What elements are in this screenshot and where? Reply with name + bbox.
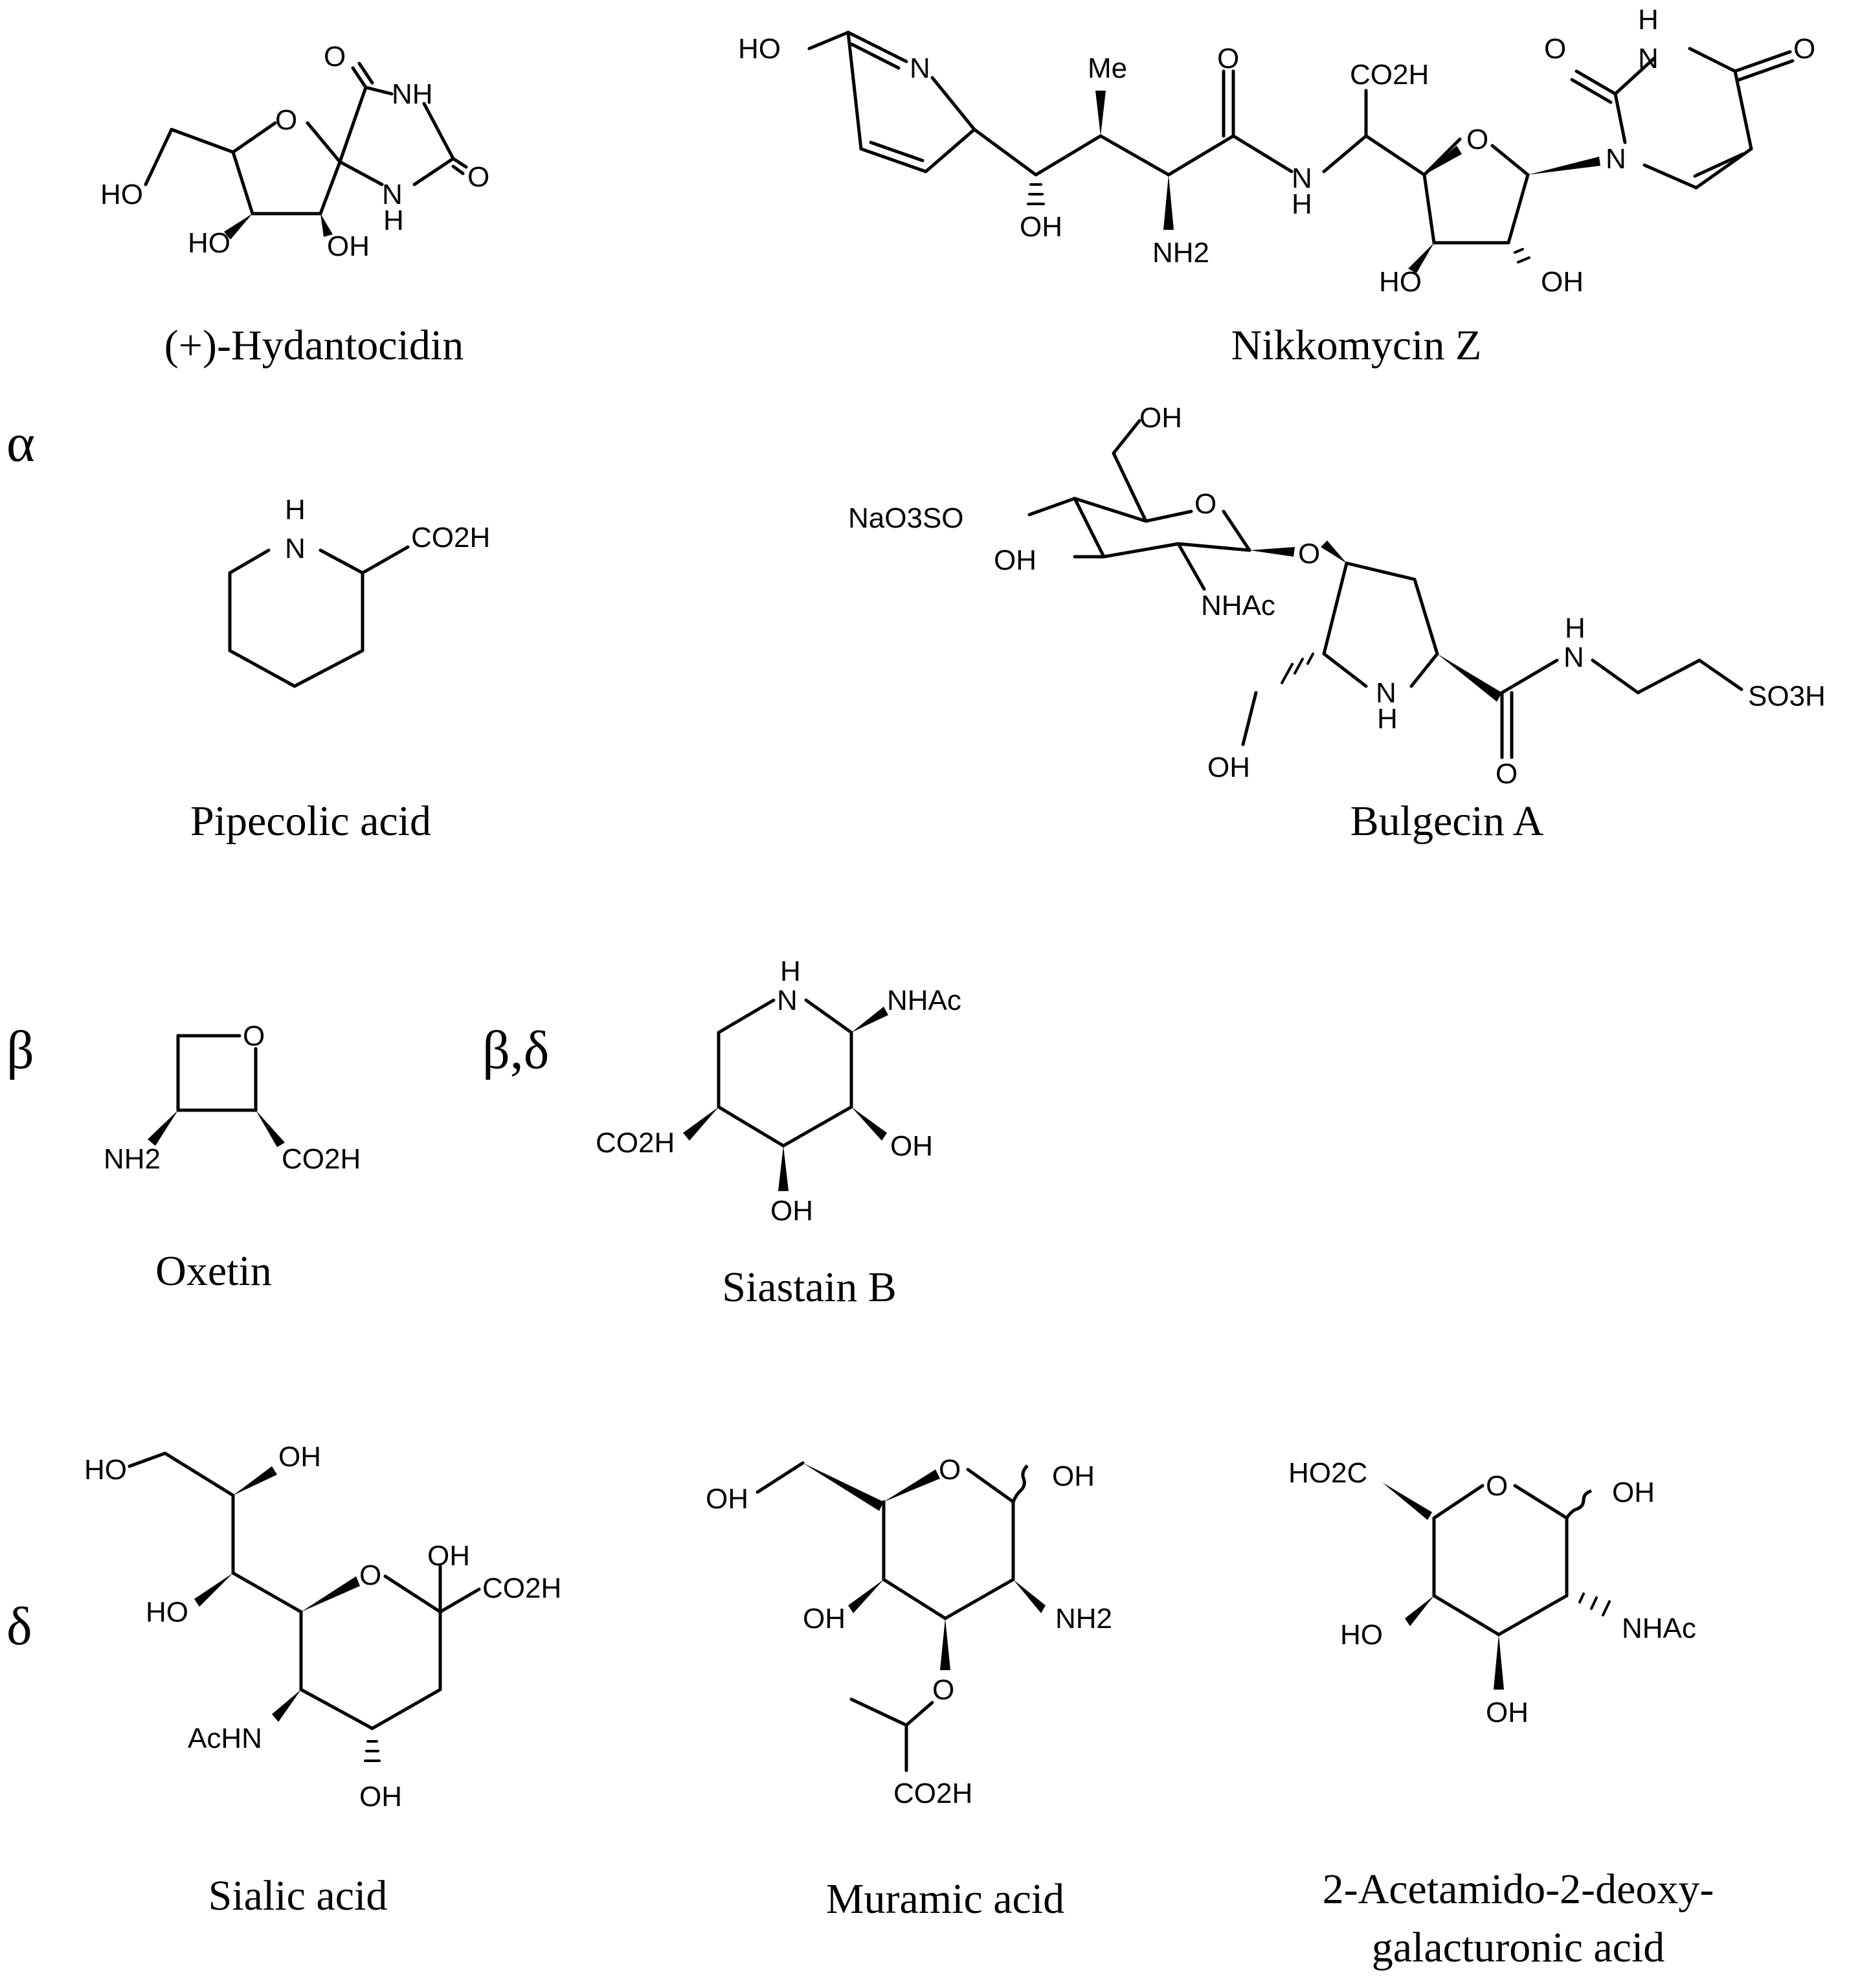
atom-label: CO2H bbox=[482, 1572, 561, 1604]
atom-label: O bbox=[467, 161, 489, 193]
compound-name: Muramic acid bbox=[826, 1875, 1064, 1923]
atom-label: N bbox=[1638, 43, 1659, 74]
atom-label: N bbox=[777, 985, 798, 1016]
structure-pipecolic-acid: N H CO2H Pipecolic acid bbox=[190, 494, 490, 845]
atom-label: OH bbox=[427, 1540, 470, 1572]
atom-label: H bbox=[1377, 703, 1398, 735]
atom-label: HO bbox=[146, 1596, 188, 1628]
class-label-delta: δ bbox=[6, 1596, 32, 1657]
atom-label: NH2 bbox=[1152, 237, 1209, 269]
atom-label: OH bbox=[1020, 211, 1062, 243]
atom-label: NH2 bbox=[104, 1143, 161, 1175]
atom-label: OH bbox=[1207, 752, 1250, 783]
atom-label: H bbox=[383, 205, 404, 236]
atom-label: CO2H bbox=[282, 1143, 361, 1175]
atom-label: N bbox=[1376, 677, 1396, 709]
atom-label: OH bbox=[278, 1441, 321, 1473]
compound-name: Nikkomycin Z bbox=[1231, 322, 1482, 369]
atom-label: H bbox=[1292, 188, 1312, 220]
compound-name: Oxetin bbox=[155, 1247, 272, 1295]
atom-label: NaO3SO bbox=[848, 502, 964, 534]
atom-label: N bbox=[1606, 143, 1626, 175]
atom-label: AcHN bbox=[188, 1723, 262, 1754]
atom-label: O bbox=[275, 104, 297, 136]
structure-oxetin: O NH2 CO2H Oxetin bbox=[104, 1020, 361, 1295]
atom-label: H bbox=[780, 955, 801, 987]
structure-siastatin-b: H N NHAc CO2H OH OH Siastain B bbox=[596, 955, 961, 1311]
atom-label: HO bbox=[738, 33, 781, 65]
atom-label: H bbox=[1638, 4, 1659, 36]
compound-name-line1: 2-Acetamido-2-deoxy- bbox=[1323, 1866, 1714, 1913]
atom-label: O bbox=[324, 41, 346, 73]
atom-label: HO bbox=[1379, 266, 1422, 298]
atom-label: O bbox=[1793, 33, 1815, 65]
atom-label: OH bbox=[1486, 1697, 1529, 1728]
atom-label: O bbox=[1217, 43, 1239, 74]
atom-label: OH bbox=[706, 1483, 748, 1515]
atom-label: OH bbox=[359, 1781, 402, 1813]
atom-label: O bbox=[1496, 758, 1518, 790]
atom-label: O bbox=[1486, 1470, 1508, 1502]
compound-name: Sialic acid bbox=[208, 1872, 388, 1919]
atom-label: OH bbox=[803, 1603, 846, 1635]
atom-label: HO2C bbox=[1288, 1457, 1367, 1489]
compound-name: Pipecolic acid bbox=[190, 798, 431, 845]
compound-name: Bulgecin A bbox=[1350, 798, 1544, 845]
atom-label: NHAc bbox=[1201, 590, 1275, 621]
atom-label: O bbox=[1194, 488, 1216, 520]
atom-label: CO2H bbox=[596, 1127, 675, 1159]
compound-name: (+)-Hydantocidin bbox=[164, 322, 464, 369]
atom-label: OH bbox=[327, 230, 370, 262]
atom-label: HO bbox=[100, 179, 143, 210]
atom-label: OH bbox=[994, 544, 1037, 576]
atom-label: HO bbox=[1340, 1619, 1383, 1651]
atom-label: OH bbox=[1139, 402, 1182, 434]
atom-label: OH bbox=[1612, 1477, 1655, 1508]
structure-nikkomycin-z: HO N Me OH NH2 O N H CO2H O HO OH N N H … bbox=[738, 4, 1815, 369]
structure-hydantocidin: O NH O O HO N H HO OH (+)-Hydantocidin bbox=[100, 41, 489, 369]
atom-label: Me bbox=[1088, 52, 1127, 84]
atom-label: CO2H bbox=[411, 522, 490, 553]
atom-label: O bbox=[939, 1454, 961, 1486]
compound-name-line2: galacturonic acid bbox=[1372, 1924, 1665, 1971]
structure-bulgecin-a: OH NaO3SO O OH O NHAc N H OH O N H SO3H … bbox=[848, 402, 1826, 845]
atom-label: N bbox=[1292, 162, 1312, 194]
atom-label: CO2H bbox=[893, 1778, 972, 1809]
structure-sialic-acid: HO OH HO O OH CO2H AcHN OH Sialic acid bbox=[84, 1441, 561, 1919]
compound-name: Siastain B bbox=[722, 1264, 897, 1311]
atom-label: H bbox=[285, 494, 306, 526]
atom-label: NHAc bbox=[1622, 1613, 1696, 1644]
atom-label: HO bbox=[84, 1454, 127, 1486]
atom-label: O bbox=[932, 1674, 954, 1706]
atom-label: H bbox=[1565, 612, 1586, 644]
atom-label: OH bbox=[1052, 1460, 1095, 1492]
atom-label: O bbox=[1544, 33, 1566, 65]
atom-label: O bbox=[1298, 538, 1320, 570]
atom-label: SO3H bbox=[1748, 680, 1826, 712]
atom-label: N bbox=[382, 179, 403, 210]
atom-label: NH2 bbox=[1055, 1603, 1112, 1635]
atom-label: OH bbox=[890, 1130, 933, 1162]
atom-label: O bbox=[1466, 124, 1488, 155]
class-label-beta-delta: β,δ bbox=[482, 1020, 549, 1080]
atom-label: O bbox=[243, 1020, 265, 1052]
atom-label: OH bbox=[1541, 266, 1584, 298]
atom-label: NH bbox=[392, 78, 433, 110]
class-label-alpha: α bbox=[6, 413, 35, 473]
atom-label: HO bbox=[188, 227, 230, 259]
atom-label: O bbox=[359, 1559, 381, 1591]
atom-label: N bbox=[1563, 642, 1584, 673]
atom-label: NHAc bbox=[887, 985, 961, 1016]
class-label-beta: β bbox=[6, 1020, 34, 1080]
atom-label: N bbox=[910, 52, 930, 84]
structure-acetamido-galacturonic: HO2C O OH HO NHAc OH 2-Acetamido-2-deoxy… bbox=[1288, 1457, 1714, 1971]
atom-label: N bbox=[285, 533, 306, 564]
atom-label: OH bbox=[770, 1195, 813, 1227]
structure-muramic-acid: OH O OH OH NH2 O CO2H Muramic acid bbox=[706, 1454, 1112, 1923]
atom-label: CO2H bbox=[1350, 59, 1429, 91]
